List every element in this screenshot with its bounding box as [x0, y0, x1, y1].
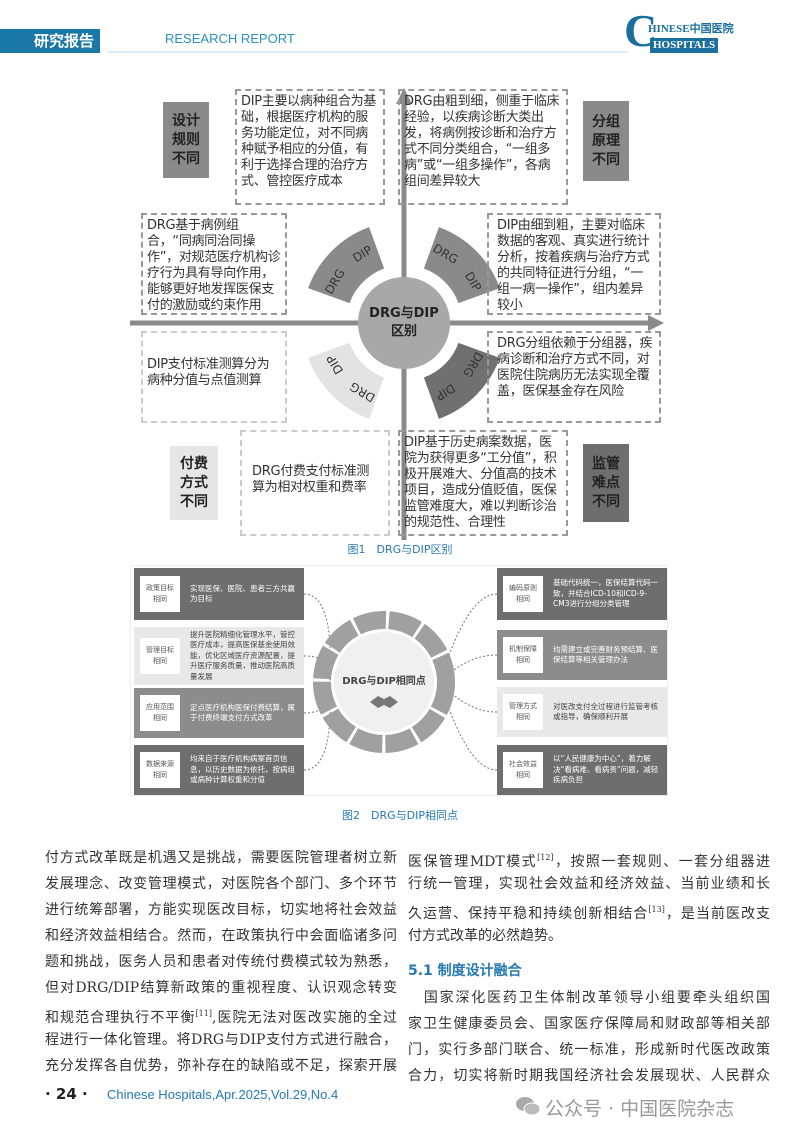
card-text: 均来自于医疗机构病案首页信息，以历史数据为依托，按病组或病种计算权重和分值: [190, 754, 295, 785]
text-line: 久运营、保持平稳和持续创新相结合[13]，是当前医改支: [408, 905, 770, 922]
card-text: 实现医保、医院、患者三方共赢为目标: [190, 583, 295, 604]
box-drg-grouping: DRG由粗到细，侧重于临床经验，以疾病诊断大类出发，将病例按诊断和治疗方式不同分…: [398, 89, 568, 205]
box-dip-grouping: DIP由细到粗，主要对临床数据的客观、真实进行统计分析，按着疾病与治疗方式的共同…: [487, 213, 661, 315]
box-dip-payment: DIP支付标准测算分为病种分值与点值测算: [141, 331, 287, 423]
text-line: 行统一管理，实现社会效益和经济效益、当前业绩和长: [408, 876, 770, 892]
figure1-caption: 图1 DRG与DIP区别: [347, 543, 453, 556]
right-card: 社会效益 相同以“人民健康为中心”，着力解决“看病难、看病贵”问题，减轻疾病负担: [497, 745, 667, 795]
left-card: 应用范围 相同定点医疗机构医保付费结算，属于付费终端支付方式改革: [134, 688, 304, 738]
journal-citation: Chinese Hospitals,Apr.2025,Vol.29,No.4: [107, 1087, 339, 1102]
text-line: 合力，切实将新时期我国经济社会发展现状、人民群众: [408, 1068, 770, 1084]
text-line: 和规范合理执行不平衡[11],医院无法对医改实施的全过: [45, 1009, 397, 1026]
card-label: 机制保障 相同: [503, 637, 543, 673]
card-text: 均需建立或完善财务预结算、医保结算等相关管理办法: [553, 644, 658, 665]
header-divider: [108, 51, 628, 53]
text-line: 进行统筹部署，方能实现医改目标，切实地将社会效益: [45, 902, 397, 918]
text-line: 题和挑战，医务人员和患者对传统付费模式较为熟悉，: [45, 954, 397, 970]
section-heading: 5.1 制度设计融合: [408, 963, 522, 979]
figure2-frame: [130, 565, 668, 796]
text-line: 家卫生健康委员会、国家医疗保障局和财政部等相关部: [408, 1016, 770, 1032]
arc-top-right: [423, 227, 500, 304]
connector-line: [303, 681, 331, 714]
text-line: 付方式改革的必然趋势。: [408, 928, 562, 944]
card-label: 编码原则 相同: [503, 576, 543, 612]
center-line2: 区别: [390, 324, 417, 339]
text-line: 国家深化医药卫生体制改革领导小组要牵头组织国: [408, 990, 770, 1006]
left-card: 管理目标 相同提升医院精细化管理水平，管控医疗成本，提高医保基金使用效能，优化区…: [134, 627, 304, 685]
right-card: 机制保障 相同均需建立或完善财务预结算、医保结算等相关管理办法: [497, 630, 667, 680]
text-line: 付方式改革既是机遇又是挑战，需要医院管理者树立新: [45, 850, 397, 866]
connector-line: [439, 681, 498, 713]
vertical-arrowhead: [396, 88, 412, 104]
connector-line: [303, 655, 331, 683]
wechat-icon: [515, 1096, 541, 1116]
tag-grouping-principle: 分组 原理 不同: [583, 101, 629, 181]
text-line: 发展理念、改变管理模式，对医院各个部门、多个环节: [45, 876, 397, 892]
handshake-icon: [370, 696, 398, 708]
card-text: 对医改支付全过程进行监管考核或指导，确保顺利开展: [553, 701, 658, 722]
connector-line: [439, 654, 498, 683]
center-circle: [358, 277, 450, 369]
text-line: 和经济效益相结合。然而，在政策执行中会面临诸多问: [45, 928, 397, 944]
logo-line1: HINESE中国医院: [648, 23, 734, 35]
horizontal-arrowhead: [648, 315, 664, 331]
figure2-center-label: DRG与DIP相同点: [342, 676, 426, 687]
card-label: 管理方式 相同: [503, 694, 543, 730]
right-card: 编码原则 相同基础代码统一，医保结算代码一致，并结合ICD-10和ICD-9-C…: [497, 568, 667, 620]
card-label: 数据来源 相同: [140, 752, 180, 788]
box-dip-design: DIP主要以病种组合为基础，根据医疗机构的服务功能定位，对不同病种赋予相应的分值…: [235, 89, 385, 205]
card-label: 应用范围 相同: [140, 695, 180, 731]
tag-design-rules: 设计 规则 不同: [163, 102, 209, 178]
text-line: 程进行一体化管理。将DRG与DIP支付方式进行融合，: [45, 1032, 397, 1048]
watermark: 公众号 · 中国医院杂志: [545, 1098, 735, 1120]
card-text: 以“人民健康为中心”，着力解决“看病难、看病贵”问题，减轻疾病负担: [553, 754, 659, 785]
box-dip-supervision: DIP基于历史病案数据，医院为获得更多“工分值”，积极开展难大、分值高的技术项目…: [398, 430, 568, 536]
card-text: 基础代码统一，医保结算代码一致，并结合ICD-10和ICD-9-CM3进行分组分…: [553, 578, 658, 609]
tag-supervision: 监管 难点 不同: [583, 444, 629, 522]
tag-payment-method: 付费 方式 不同: [170, 446, 218, 520]
connector-line: [303, 681, 331, 771]
right-card: 管理方式 相同对医改支付全过程进行监管考核或指导，确保顺利开展: [497, 687, 667, 737]
text-line: 但对DRG/DIP结算新政策的重视程度、认识观念转变: [45, 980, 397, 996]
card-label: 社会效益 相同: [503, 752, 543, 788]
center-line1: DRG与DIP: [369, 306, 439, 321]
logo-line2: HOSPITALS: [650, 38, 719, 53]
card-label: 管理目标 相同: [140, 638, 180, 674]
card-label: 政策目标 相同: [140, 576, 180, 612]
box-drg-payment: DRG付费支付标准测算为相对权重和费率: [240, 430, 390, 536]
left-card: 政策目标 相同实现医保、医院、患者三方共赢为目标: [134, 568, 304, 620]
page-number: · 24 ·: [45, 1085, 88, 1103]
text-line: 门，实行多部门联合、统一标准，形成新时代医改政策: [408, 1042, 770, 1058]
left-card: 数据来源 相同均来自于医疗机构病案首页信息，以历史数据为依托，按病组或病种计算权…: [134, 745, 304, 795]
figure1-center-label: DRG与DIP 区别: [358, 305, 450, 341]
box-drg-supervision: DRG分组依赖于分组器，疾病诊断和治疗方式不同，对医院住院病历无法实现全覆盖，医…: [487, 331, 661, 423]
figure2-graphic: [303, 593, 498, 771]
box-drg-design: DRG基于病例组合，“同病同治同操作”，对规范医疗机构诊疗行为具有导向作用，能够…: [141, 213, 287, 315]
card-text: 定点医疗机构医保付费结算，属于付费终端支付方式改革: [190, 702, 295, 723]
section-label: 研究报告: [0, 29, 100, 53]
figure2-caption: 图2 DRG与DIP相同点: [342, 809, 458, 822]
section-label-en: RESEARCH REPORT: [165, 31, 295, 46]
arc-bottom-left: [308, 342, 385, 419]
arc-top-left: [308, 227, 385, 304]
text-line: 医保管理MDT模式[12]，按照一套规则、一套分组器进: [408, 853, 770, 870]
card-text: 提升医院精细化管理水平，管控医疗成本，提高医保基金使用效能，优化区域医疗资源配置…: [190, 629, 295, 681]
similarity-center: [334, 632, 434, 732]
similarity-ring: [313, 611, 455, 753]
text-line: 充分发挥各自优势，弥补存在的缺陷或不足，探索开展: [45, 1058, 397, 1074]
arc-bottom-right: [423, 342, 500, 419]
connector-line: [303, 593, 331, 683]
journal-logo: C HINESE中国医院 HOSPITALS: [624, 8, 742, 54]
